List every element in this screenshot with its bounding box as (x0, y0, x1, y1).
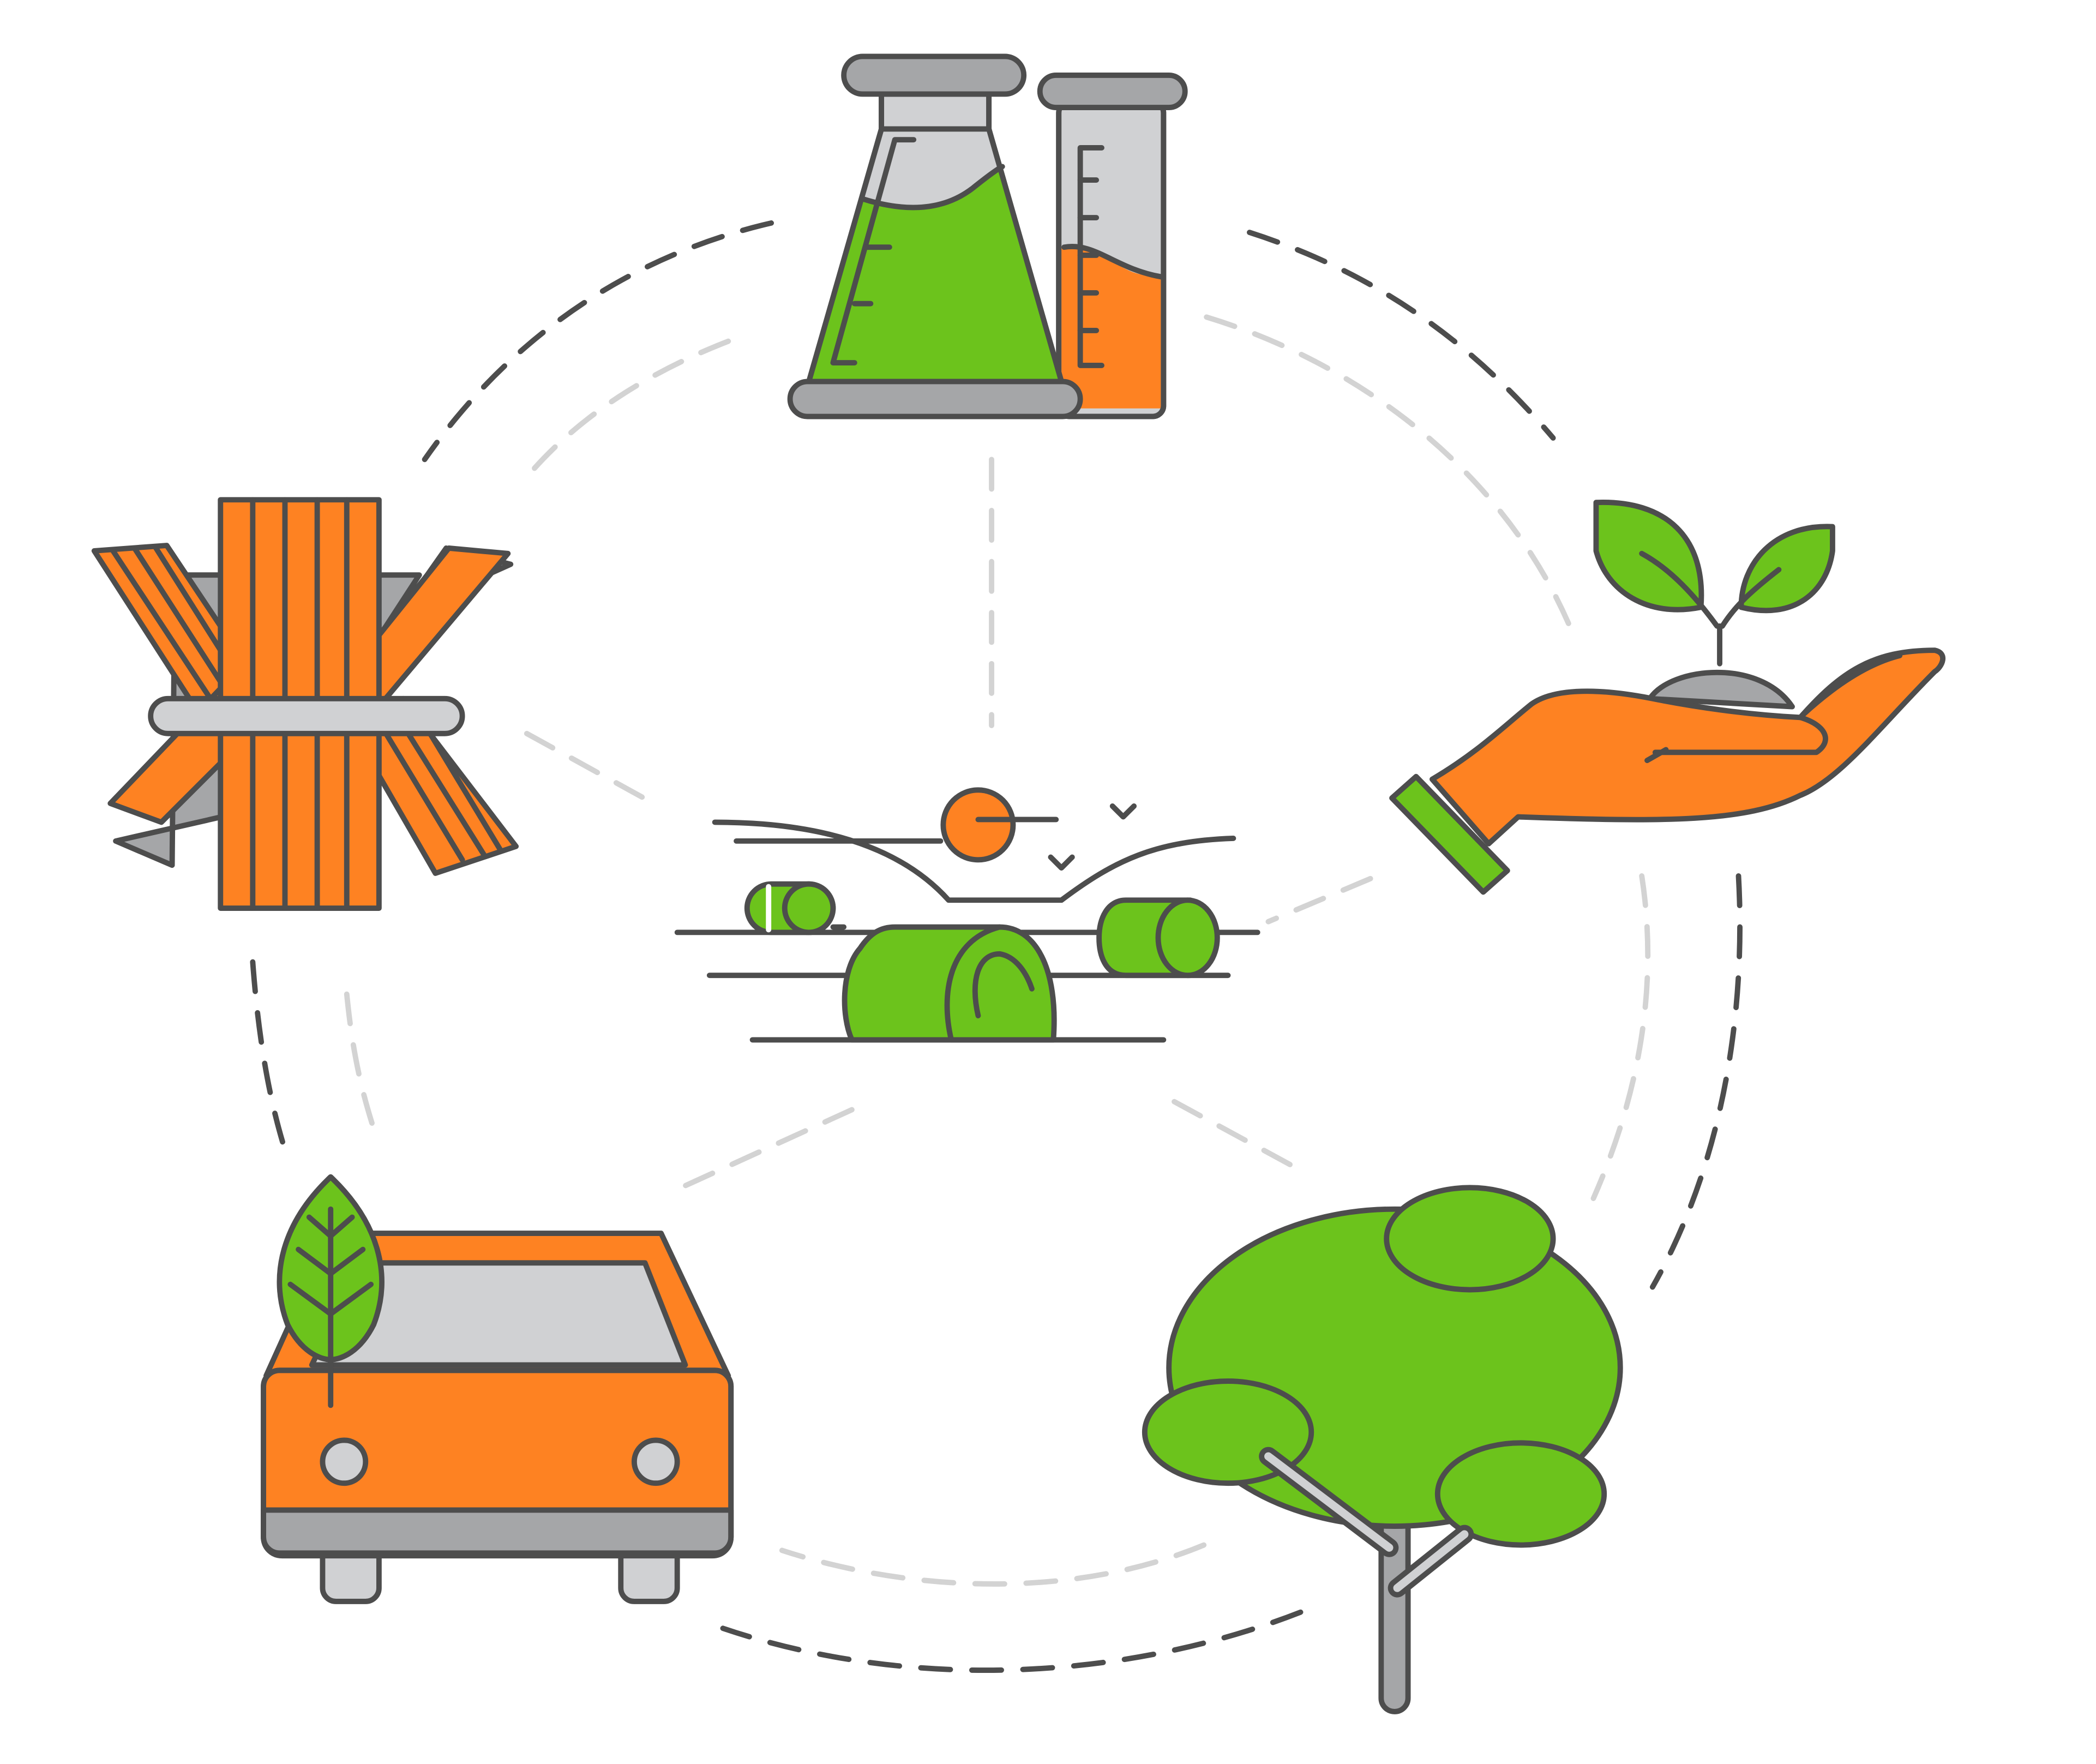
hay-field-icon (674, 787, 1260, 1043)
eco-car-icon (261, 1174, 734, 1604)
tree-icon (1142, 1185, 1623, 1714)
outer-dashed-ring (250, 220, 1743, 1673)
fiber-bundle-icon (91, 497, 519, 911)
flask-tube-icon (787, 53, 1188, 419)
inner-dashed-ring (344, 314, 1651, 1587)
sprout-hand-icon (1389, 500, 1945, 895)
